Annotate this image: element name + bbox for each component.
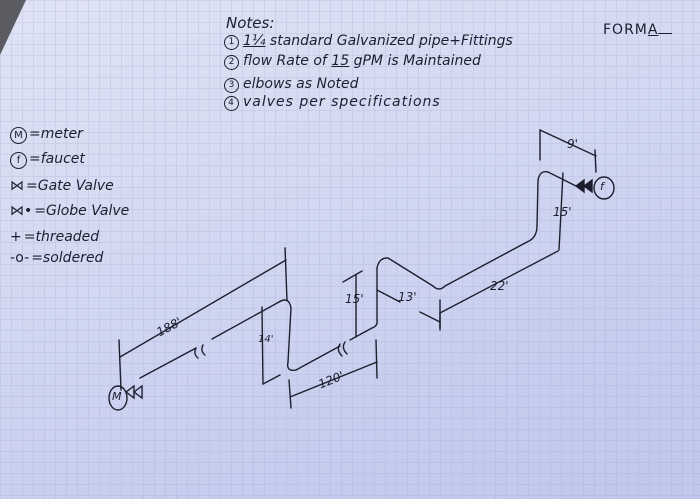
note-4: 4 valves per specifications: [224, 94, 441, 111]
dimension-14: 14': [258, 334, 274, 345]
pipe-lower-run: [295, 345, 341, 371]
note-text: elbows as Noted: [243, 76, 359, 92]
note-3: 3 elbows as Noted: [224, 76, 359, 93]
globe-valve-symbol-icon: ⋈•: [10, 203, 33, 219]
legend-globe-valve: ⋈•=Globe Valve: [10, 203, 129, 219]
pipe-size: 1¼: [243, 33, 266, 49]
legend-threaded: +=threaded: [10, 229, 99, 245]
legend-label: =Gate Valve: [26, 178, 114, 194]
elbow: [278, 299, 292, 309]
note-text: standard Galvanized pipe+Fittings: [265, 33, 513, 49]
note-text: valves per specifications: [243, 94, 441, 110]
gate-valve-symbol-icon: ⋈: [10, 178, 24, 194]
dimension-9: 9': [567, 137, 578, 151]
note-number: 3: [224, 78, 239, 93]
notes-title: Notes:: [226, 14, 275, 32]
legend-label: =faucet: [29, 151, 85, 167]
pipe-22-run: [444, 241, 528, 287]
pipe-riser-right: [536, 179, 539, 227]
threaded-symbol-icon: +: [10, 229, 22, 245]
faucet-fixture: [593, 176, 615, 200]
note-number: 4: [224, 96, 239, 111]
legend-meter: M=meter: [10, 126, 83, 144]
legend-gate-valve: ⋈=Gate Valve: [10, 178, 114, 194]
dimension-13: 13': [398, 290, 417, 304]
note-2: 2 flow Rate of 15 gPM is Maintained: [224, 53, 481, 70]
dimension-15-left: 15': [345, 292, 364, 306]
flow-rate-value: 15: [331, 53, 350, 69]
legend-label: =meter: [29, 126, 83, 142]
soldered-symbol-icon: -o-: [10, 250, 30, 266]
legend-label: =Globe Valve: [34, 203, 130, 219]
pipe-13-run: [387, 257, 434, 287]
break-mark: [337, 341, 348, 357]
legend-faucet: f=faucet: [10, 151, 85, 169]
form-label-text: FORM: [603, 22, 648, 38]
faucet-label: f: [600, 180, 604, 193]
legend-label: =soldered: [31, 250, 104, 266]
note-text: flow Rate of: [243, 53, 332, 69]
form-value: A: [647, 22, 659, 38]
legend-label: =threaded: [23, 229, 100, 245]
meter-symbol-icon: M: [10, 127, 27, 144]
dimension-15-right: 15': [553, 205, 572, 219]
note-number: 1: [224, 35, 239, 50]
meter-label: M: [112, 390, 122, 403]
note-text: gPM is Maintained: [349, 53, 481, 69]
pipe-riser: [287, 307, 292, 363]
dimension-line-188: [119, 259, 287, 358]
form-label: FORMA: [603, 22, 673, 38]
dimension-22: 22': [490, 279, 509, 293]
gate-valve: [124, 384, 143, 400]
note-number: 2: [224, 55, 239, 70]
legend-soldered: -o-=soldered: [10, 250, 103, 266]
break-mark: [194, 344, 206, 359]
pipe-main-run: [139, 347, 197, 379]
faucet-symbol-icon: f: [10, 152, 27, 169]
meter-fixture: [108, 385, 128, 411]
note-1: 1 1¼ standard Galvanized pipe+Fittings: [224, 33, 513, 50]
